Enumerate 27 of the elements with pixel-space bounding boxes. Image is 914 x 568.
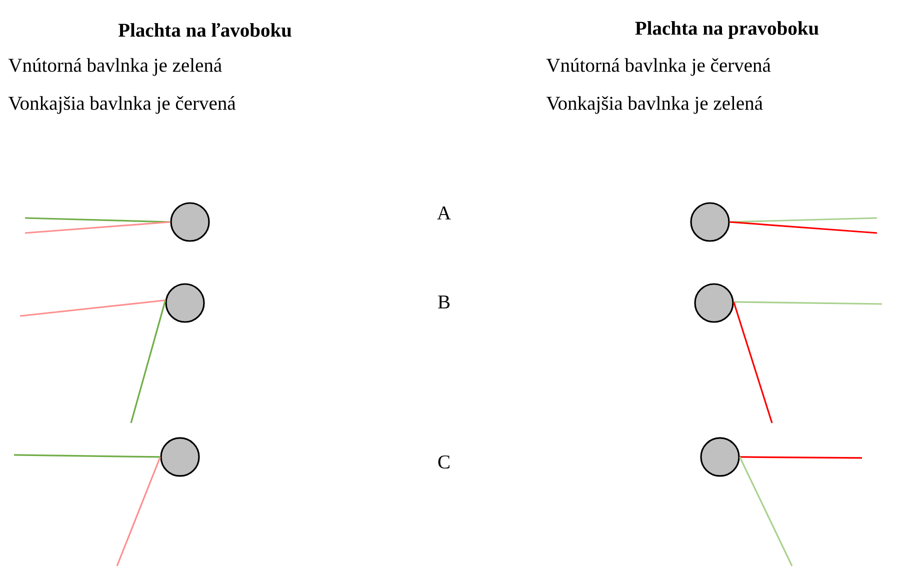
label: Vonkajšia bavlnka je červená <box>8 96 236 114</box>
circle-node <box>170 202 210 242</box>
label: C <box>438 455 450 469</box>
label: A <box>437 206 451 220</box>
line <box>24 217 170 223</box>
line <box>20 299 166 317</box>
line <box>739 456 793 566</box>
label: Vnútorná bavlnka je zelená <box>8 58 222 76</box>
line <box>734 301 882 305</box>
circle-node <box>160 437 200 477</box>
line <box>130 300 166 424</box>
circle-node <box>165 283 205 323</box>
line <box>14 454 160 458</box>
circle-node <box>690 202 730 242</box>
line <box>730 217 878 223</box>
heading: Plachta na pravoboku <box>635 21 819 39</box>
line <box>116 456 161 566</box>
label: Vonkajšia bavlnka je zelená <box>546 96 763 114</box>
line <box>24 221 170 234</box>
label: B <box>438 296 450 308</box>
line <box>733 302 773 424</box>
heading: Plachta na ľavoboku <box>118 23 292 37</box>
circle-node <box>694 283 734 323</box>
label: Vnútorná bavlnka je červená <box>546 58 771 76</box>
circle-node <box>700 437 740 477</box>
line <box>730 221 878 234</box>
line <box>740 456 862 459</box>
